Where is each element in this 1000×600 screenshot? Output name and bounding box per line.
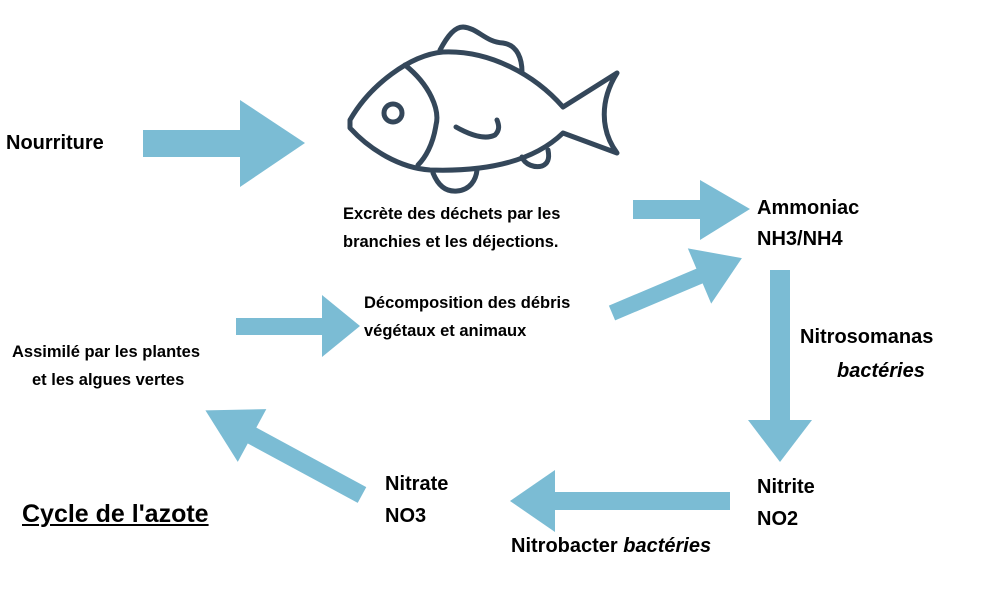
assimilation-line-1: Assimilé par les plantes: [12, 343, 201, 361]
arrow-decomposition-to-ammonia: [608, 248, 742, 321]
label-nitrate: Nitrate NO3: [385, 468, 448, 532]
label-nitrite: Nitrite NO2: [757, 471, 815, 535]
excretion-line-2: branchies et les déjections.: [343, 233, 559, 251]
fish-icon: [347, 24, 620, 194]
excretion-line-1: Excrète des déchets par les: [343, 205, 561, 223]
arrow-ammonia-to-nitrite: [748, 270, 812, 462]
arrow-nitrite-to-nitrate: [510, 470, 730, 532]
label-nitrobacter: Nitrobacter bactéries: [511, 531, 711, 562]
nitrite-formula: NO2: [757, 508, 799, 530]
assimilation-line-2: et les algues vertes: [32, 371, 185, 389]
label-assimilation: Assimilé par les plantes et les algues v…: [12, 338, 200, 394]
ammoniac-formula: NH3/NH4: [757, 228, 843, 250]
arrow-excretion-to-ammonia: [633, 180, 750, 240]
diagram-title: Cycle de l'azote: [22, 500, 209, 528]
nitrate-formula: NO3: [385, 505, 427, 527]
nitrosomanas-bacteria: bactéries: [837, 360, 925, 382]
label-nitrosomanas: Nitrosomanas bactéries: [800, 320, 933, 388]
decomposition-line-2: végétaux et animaux: [364, 322, 527, 340]
nitrate-name: Nitrate: [385, 473, 449, 495]
label-excretion: Excrète des déchets par les branchies et…: [343, 200, 560, 256]
label-decomposition: Décomposition des débris végétaux et ani…: [364, 289, 570, 345]
arrow-food-to-fish: [143, 100, 305, 187]
arrow-assimilation-to-decomposition: [236, 295, 360, 357]
nitrobacter-name: Nitrobacter: [511, 535, 618, 557]
arrow-nitrate-to-assimilation: [205, 409, 367, 503]
nitrosomanas-name: Nitrosomanas: [800, 326, 934, 348]
nitrobacter-bacteria: bactéries: [623, 535, 712, 557]
ammoniac-name: Ammoniac: [757, 197, 860, 219]
nitrite-name: Nitrite: [757, 476, 815, 498]
label-ammoniac: Ammoniac NH3/NH4: [757, 193, 859, 255]
decomposition-line-1: Décomposition des débris: [364, 294, 571, 312]
label-nourriture: Nourriture: [6, 132, 104, 154]
